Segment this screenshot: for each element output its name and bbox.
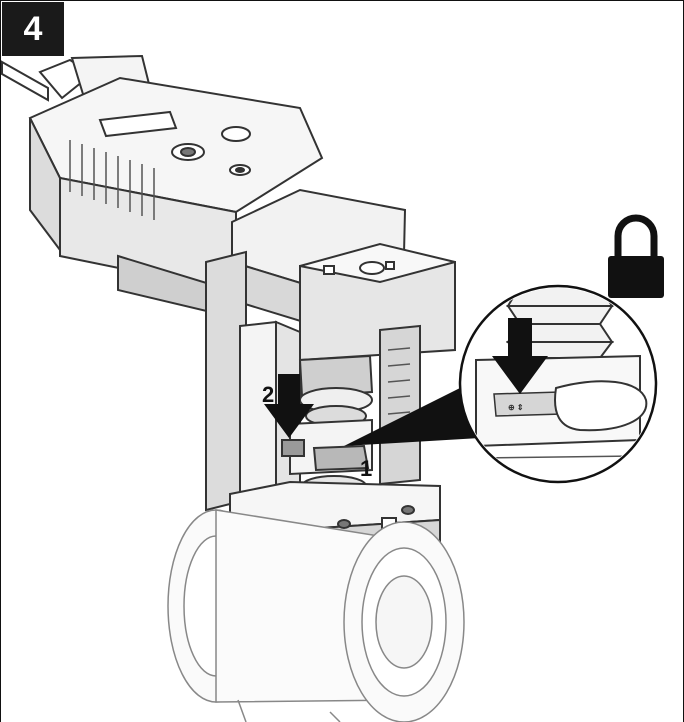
actuator-head xyxy=(231,188,456,362)
actuator-housing xyxy=(28,76,324,320)
step-number-badge: 4 xyxy=(2,2,64,56)
arrow-2 xyxy=(264,374,314,438)
valve-body xyxy=(167,509,465,722)
callout-label-1: 1 xyxy=(360,456,372,481)
svg-text:⊕ ⇕: ⊕ ⇕ xyxy=(508,403,524,412)
detail-zoom-circle: ⊕ ⇕ xyxy=(458,284,658,484)
callout-label-2: 2 xyxy=(262,382,274,407)
lock-closed-icon xyxy=(608,214,664,298)
zoom-wedge xyxy=(344,380,480,446)
